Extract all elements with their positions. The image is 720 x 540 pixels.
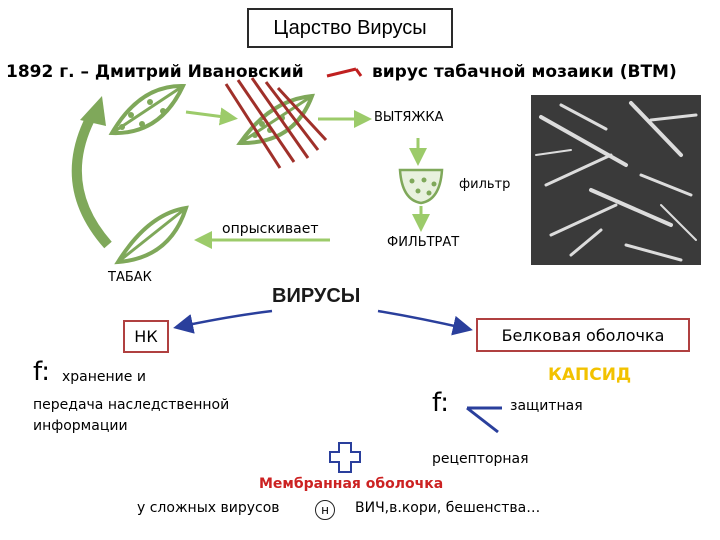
tobacco-label: ТАБАК xyxy=(108,270,152,285)
filtrate-label: ФИЛЬТРАТ xyxy=(387,235,459,250)
nk-function-line: информации xyxy=(33,418,128,434)
capsid-label: КАПСИД xyxy=(548,365,631,385)
nucleic-acid-box: НК xyxy=(123,320,169,353)
healthy-leaf-icon xyxy=(118,208,186,262)
arrow-to-nk xyxy=(178,311,272,327)
cycle-arrow xyxy=(77,115,108,245)
receptor-function: рецепторная xyxy=(432,451,529,467)
nk-function-line: хранение и xyxy=(62,369,146,385)
membrane-heading: Мембранная оболочка xyxy=(259,476,443,492)
filter-label: фильтр xyxy=(459,177,510,192)
extract-label: ВЫТЯЖКА xyxy=(374,110,444,125)
arrow-to-grind xyxy=(186,112,232,118)
tmv-micrograph-image xyxy=(531,95,701,265)
infected-leaf-icon xyxy=(112,86,183,133)
viruses-heading: ВИРУСЫ xyxy=(272,285,360,308)
filter-icon xyxy=(400,170,442,203)
marker-letter: н xyxy=(321,503,329,517)
arrow-to-protein xyxy=(378,311,468,329)
marker-circle: н xyxy=(315,500,335,520)
header-arrow xyxy=(327,69,361,76)
capsid-function-symbol: f: xyxy=(432,388,449,418)
bracket-receptor xyxy=(467,408,498,432)
sprays-label: опрыскивает xyxy=(222,221,319,237)
plus-icon xyxy=(330,443,360,472)
protective-function: защитная xyxy=(510,398,583,414)
protein-coat-box: Белковая оболочка xyxy=(476,318,690,352)
virus-examples-text: ВИЧ,в.кори, бешенства… xyxy=(355,500,540,516)
nk-function-symbol: f: xyxy=(33,357,50,387)
protein-coat-label: Белковая оболочка xyxy=(502,326,665,345)
nucleic-acid-label: НК xyxy=(134,327,157,346)
complex-viruses-text: у сложных вирусов xyxy=(137,500,280,516)
nk-function-line: передача наследственной xyxy=(33,397,229,413)
ground-leaf-icon xyxy=(226,78,326,168)
